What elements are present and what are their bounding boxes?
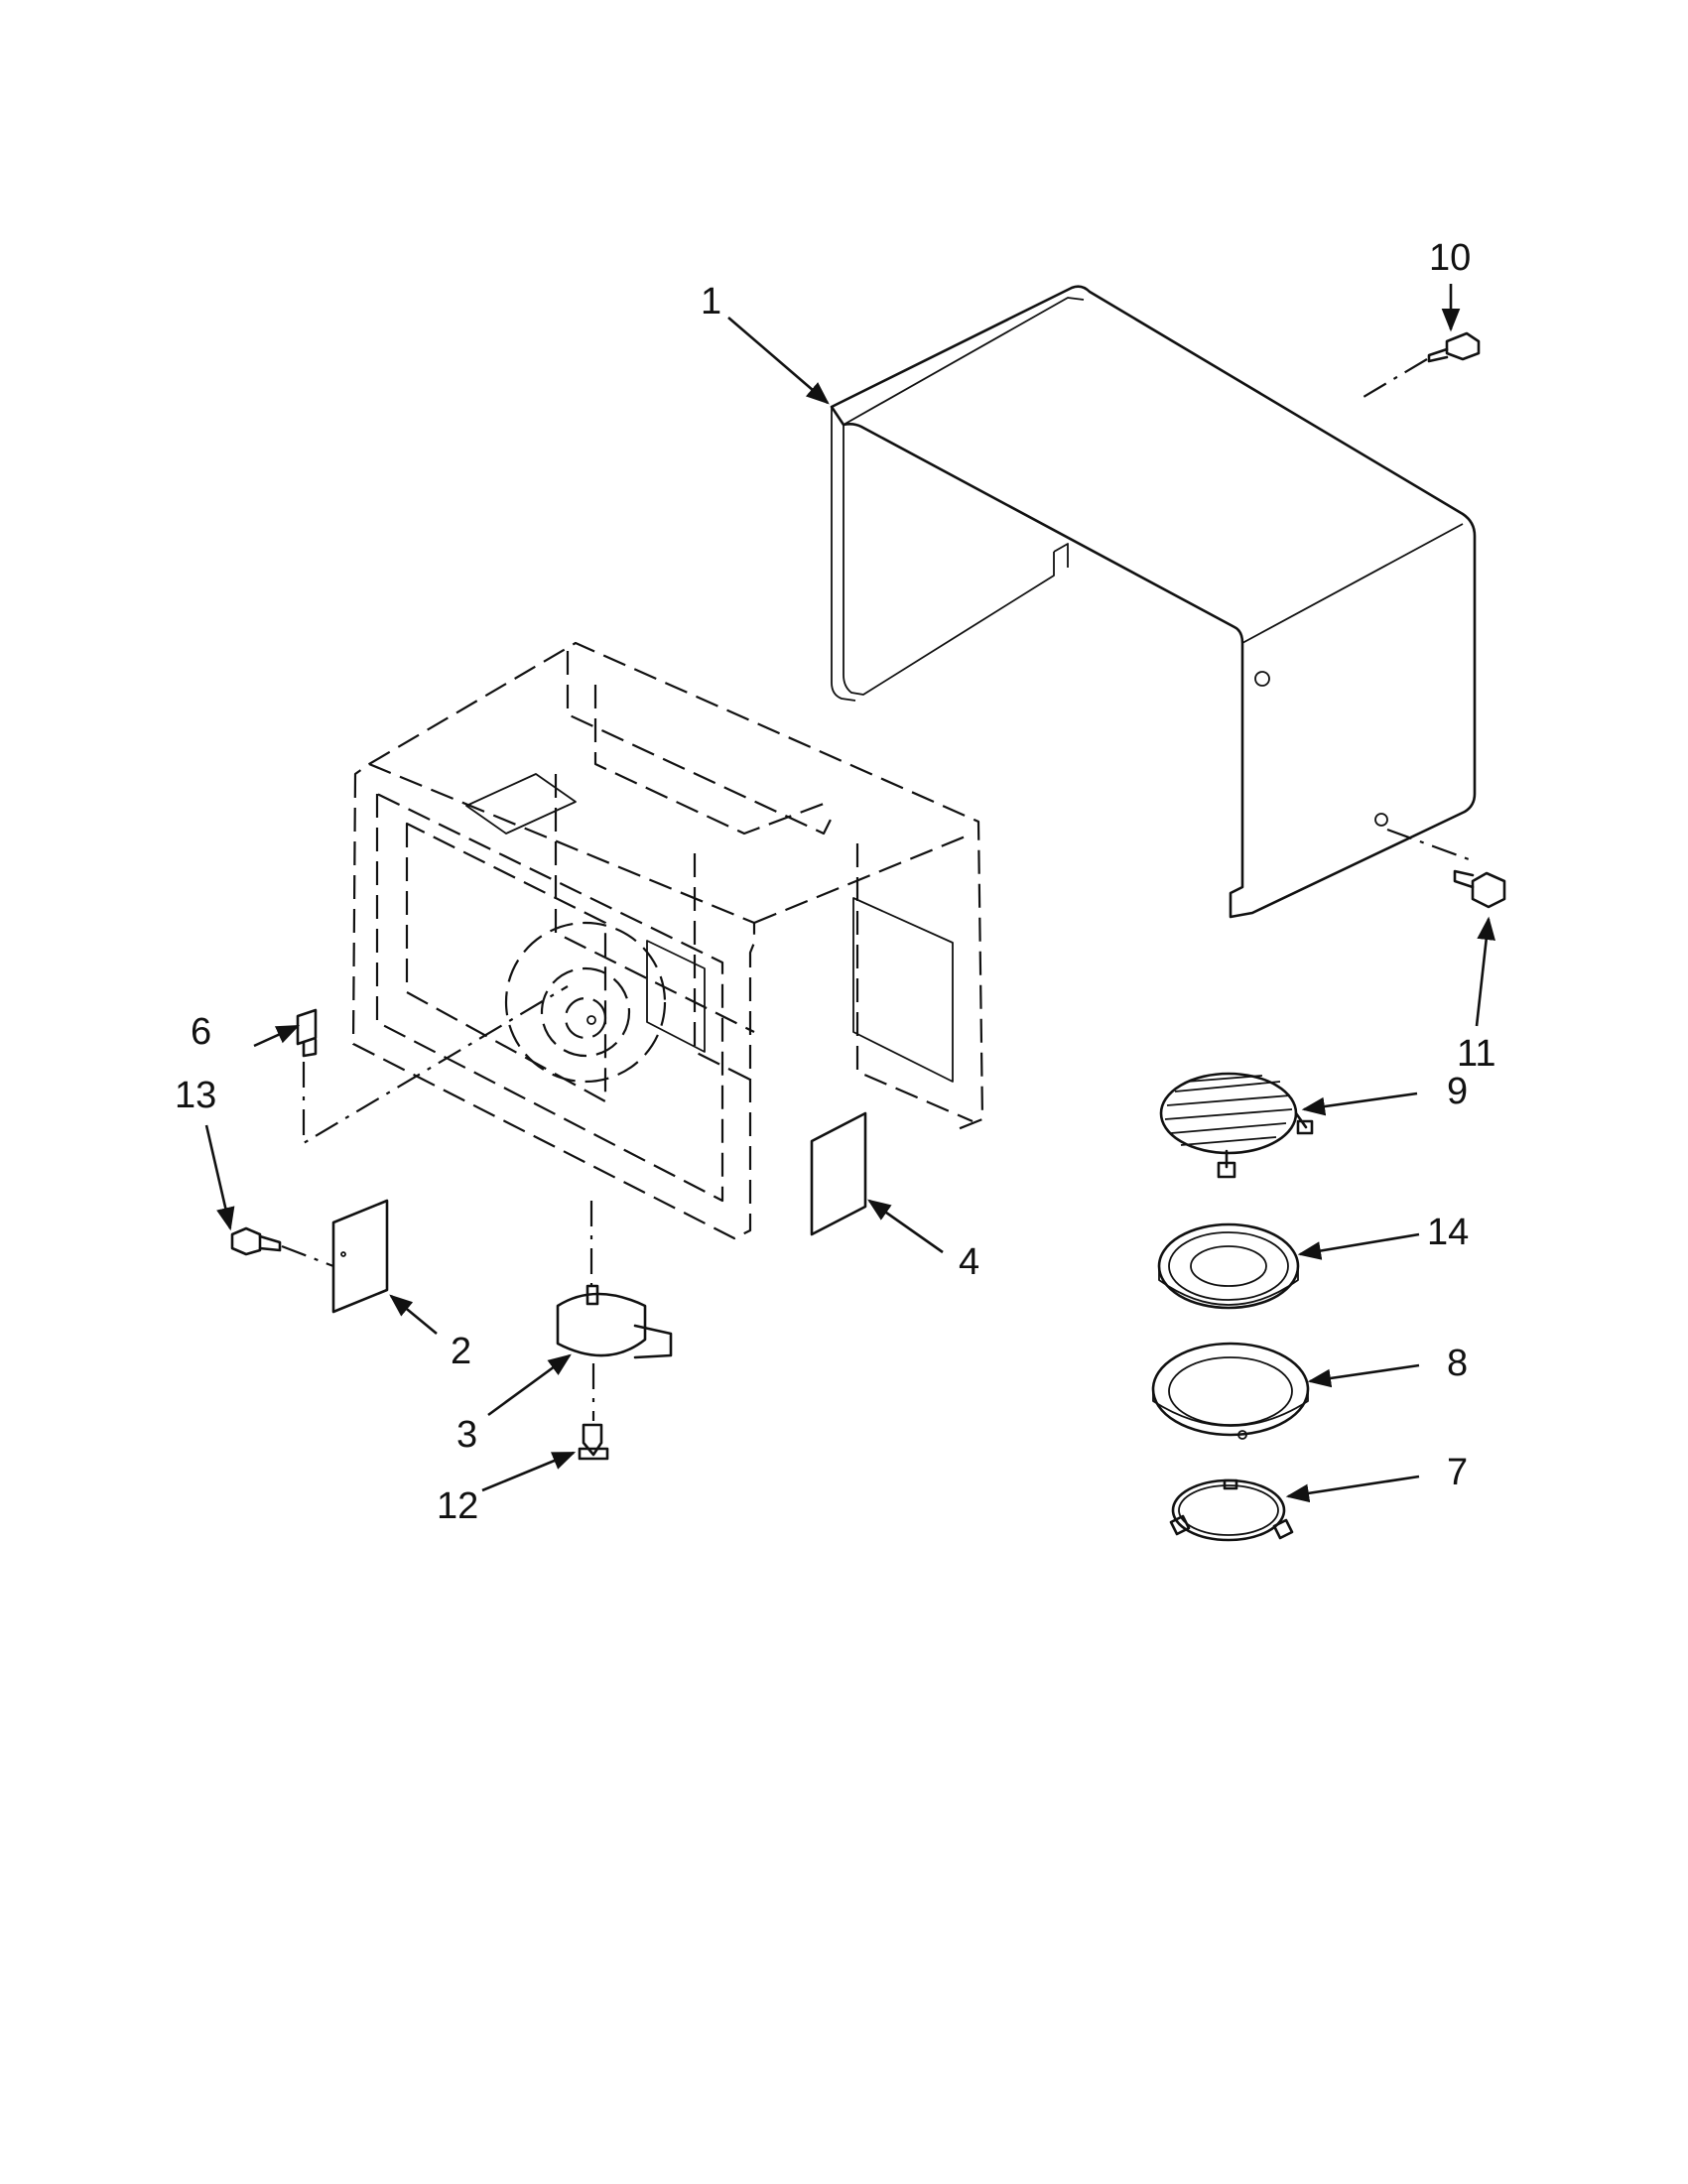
part-3-turntable-motor bbox=[556, 1201, 673, 1421]
side-vent-grid bbox=[646, 897, 954, 1083]
part-12-screw bbox=[578, 1423, 609, 1461]
callout-3: 3 bbox=[456, 1414, 477, 1456]
callout-8: 8 bbox=[1447, 1343, 1468, 1384]
part-13-screw bbox=[230, 1226, 334, 1268]
part-8-turntable-glass bbox=[1151, 1342, 1310, 1440]
callout-2: 2 bbox=[451, 1331, 471, 1372]
callout-9: 9 bbox=[1447, 1071, 1468, 1112]
callout-14: 14 bbox=[1427, 1212, 1469, 1253]
part-6-roller-hub bbox=[296, 985, 569, 1145]
top-vent-grid bbox=[465, 773, 577, 835]
callout-12: 12 bbox=[437, 1485, 478, 1527]
oven-cavity-phantom bbox=[351, 641, 984, 1240]
callout-10: 10 bbox=[1429, 237, 1471, 279]
part-11-screw bbox=[1386, 828, 1506, 909]
callout-6: 6 bbox=[191, 1011, 211, 1053]
part-4-plate bbox=[810, 1111, 867, 1236]
part-2-cover-plate bbox=[331, 1199, 389, 1314]
part-10-screw bbox=[1363, 331, 1481, 398]
callout-11: 11 bbox=[1457, 1033, 1495, 1075]
part-7-roller-ring bbox=[1169, 1478, 1294, 1542]
part-9-wire-rack bbox=[1159, 1072, 1314, 1179]
callout-7: 7 bbox=[1447, 1452, 1468, 1493]
callout-4: 4 bbox=[959, 1241, 979, 1283]
part-14-tray bbox=[1157, 1222, 1300, 1310]
outer-cabinet-wrapper bbox=[830, 285, 1477, 919]
callout-1: 1 bbox=[701, 281, 721, 322]
callout-13: 13 bbox=[175, 1075, 216, 1116]
leader-arrows bbox=[204, 284, 1495, 1503]
